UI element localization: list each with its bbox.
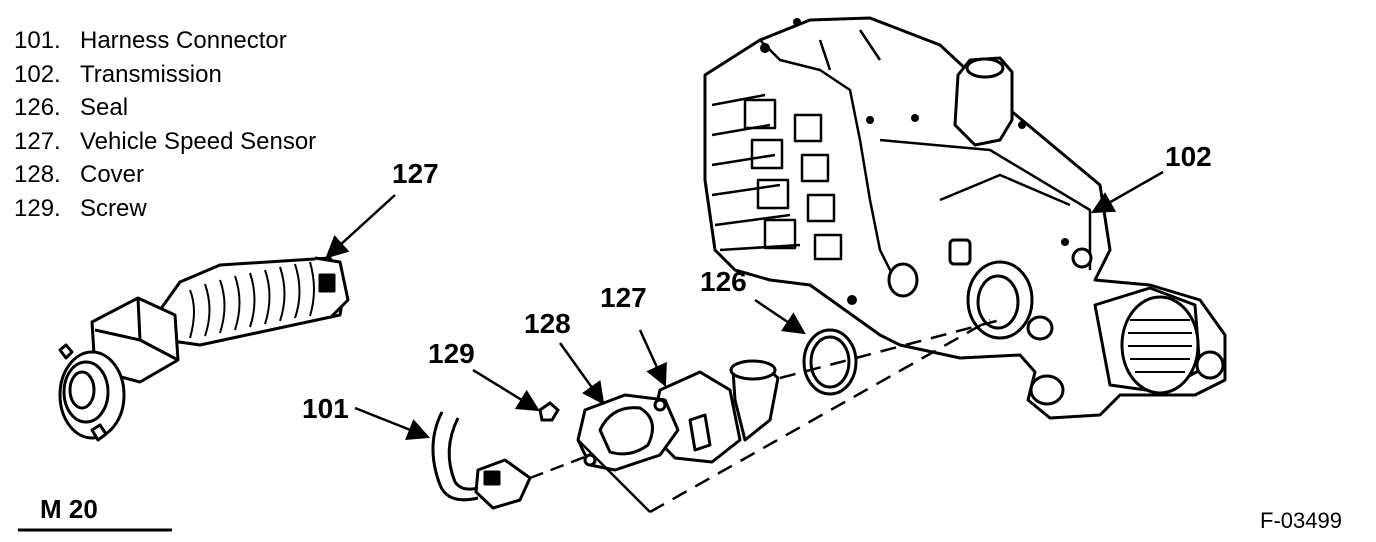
screw-illustration: [538, 401, 560, 422]
speed-sensor-illustration: [648, 359, 780, 464]
legend-label: Harness Connector: [80, 27, 287, 54]
legend-label: Seal: [80, 94, 129, 122]
transmission-illustration: [703, 16, 1227, 420]
legend-item-127: 127. Vehicle Speed Sensor: [14, 125, 316, 159]
callout-129: 129: [428, 338, 475, 369]
legend-label: Screw: [80, 194, 147, 222]
legend-item-128: 128. Cover: [14, 158, 316, 192]
callout-127-detail: 127: [392, 158, 439, 189]
callout-126: 126: [700, 266, 747, 297]
figure-id: F-03499: [1260, 508, 1342, 533]
callout-127: 127: [600, 282, 647, 313]
leader-arrows: [325, 170, 1164, 440]
seal-illustration: [802, 328, 858, 396]
legend-label: Transmission: [80, 60, 222, 88]
legend-number: 128.: [14, 161, 61, 189]
legend-item-129: 129. Screw: [14, 192, 316, 226]
model-code: M 20: [40, 494, 98, 524]
legend-number: 126.: [14, 94, 61, 122]
cover-illustration: [576, 393, 680, 472]
legend-label: Cover: [80, 161, 145, 189]
callout-128: 128: [524, 308, 571, 339]
callout-101: 101: [302, 393, 349, 424]
legend-number: 102.: [14, 60, 61, 88]
harness-connector-illustration: [431, 411, 532, 510]
legend-number: 101.: [14, 27, 61, 54]
callout-102: 102: [1165, 141, 1212, 172]
legend-item-101: 101. Harness Connector: [14, 24, 316, 58]
parts-legend: 101. Harness Connector 102. Transmission…: [14, 24, 316, 226]
speed-sensor-detail-illustration: [58, 256, 350, 442]
alignment-lines: [529, 318, 1001, 514]
legend-item-102: 102. Transmission: [14, 58, 316, 92]
legend-item-126: 126. Seal: [14, 91, 316, 125]
legend-label: Vehicle Speed Sensor: [80, 127, 317, 155]
legend-number: 129.: [14, 194, 61, 222]
legend-number: 127.: [14, 127, 61, 155]
